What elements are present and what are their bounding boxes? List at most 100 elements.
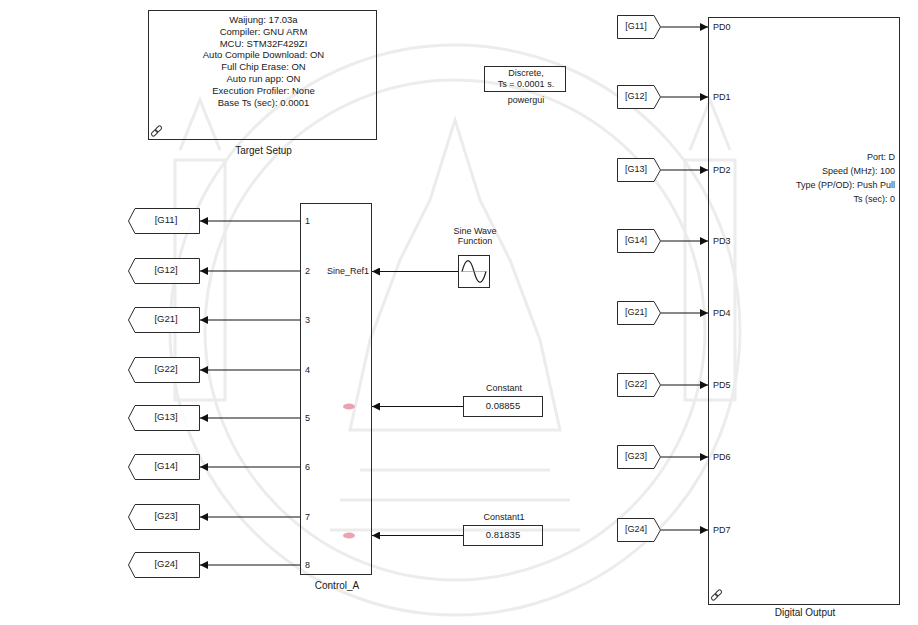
signal-line [661, 385, 708, 386]
port-label: Sine_Ref1 [323, 266, 369, 276]
digital-output-block: PD0PD1PD2PD3PD4PD5PD6PD7 Port: D Speed (MH… [708, 17, 900, 605]
port-label: 6 [305, 462, 325, 472]
constant-block: 0.08855Constant [463, 396, 543, 417]
block-label: Waijung: 17.03a [149, 15, 378, 26]
block-label: Target Setup [149, 145, 378, 157]
block-label: [G24] [617, 524, 655, 534]
block-label: [G11] [136, 215, 196, 226]
goto-tag: [G11] [128, 208, 200, 234]
block-label: Constant1 [464, 512, 544, 522]
port-label: 2 [305, 266, 325, 276]
block-label: 0.81835 [464, 530, 542, 541]
signal-line [661, 530, 708, 531]
goto-tag: [G23] [128, 504, 200, 530]
block-label: Full Chip Erase: ON [149, 62, 378, 73]
target-setup-block: Waijung: 17.03aCompiler: GNU ARMMCU: STM… [148, 10, 377, 140]
port-label: PD1 [713, 92, 753, 102]
block-label: Base Ts (sec): 0.0001 [149, 98, 378, 109]
port-marker [343, 533, 355, 539]
port-label: 8 [305, 560, 325, 570]
goto-tag: [G13] [128, 405, 200, 431]
from-tag: [G13] [617, 158, 661, 182]
block-name: Digital Output [709, 607, 901, 619]
signal-line [372, 271, 458, 272]
block-label: Execution Profiler: None [149, 86, 378, 97]
port-label: PD3 [713, 236, 753, 246]
from-tag: [G22] [617, 373, 661, 397]
block-label: [G14] [617, 235, 655, 245]
signal-line [200, 418, 300, 419]
signal-line [661, 97, 708, 98]
block-label: [G21] [617, 307, 655, 317]
signal-line [661, 27, 708, 28]
signal-line [661, 457, 708, 458]
port-label: PD7 [713, 525, 753, 535]
block-label: [G23] [617, 451, 655, 461]
from-tag: [G23] [617, 445, 661, 469]
constant-block: 0.81835Constant1 [463, 525, 543, 546]
from-tag: [G11] [617, 15, 661, 39]
block-label: [G13] [136, 412, 196, 423]
port-label: Type (PP/OD): Push Pull [769, 180, 895, 190]
goto-tag: [G12] [128, 258, 200, 284]
block-label: Auto run app: ON [149, 74, 378, 85]
port-label: PD2 [713, 165, 753, 175]
block-label: 0.08855 [464, 401, 542, 412]
block-label: Ts = 0.0001 s. [485, 79, 567, 89]
port-label: PD6 [713, 452, 753, 462]
sine-wave-block: Sine Wave Function [458, 255, 490, 288]
signal-line [200, 271, 300, 272]
signal-line [200, 565, 300, 566]
signal-line [661, 313, 708, 314]
port-label: PD0 [713, 22, 753, 32]
port-label: PD4 [713, 308, 753, 318]
subsystem-block: 12Sine_Ref1345678Control_A [300, 203, 372, 575]
from-tag: [G24] [617, 518, 661, 542]
from-tag: [G14] [617, 229, 661, 253]
sine-axis [461, 271, 487, 272]
powergui-block: Discrete,Ts = 0.0001 s.powergui [484, 66, 566, 92]
block-label: [G13] [617, 164, 655, 174]
signal-line [200, 370, 300, 371]
port-label: Speed (MHz): 100 [769, 166, 895, 176]
library-link-icon [151, 125, 163, 137]
block-label: Discrete, [485, 68, 567, 78]
watermark-emblem [170, 45, 740, 615]
port-label: 4 [305, 365, 325, 375]
block-label: [G23] [136, 511, 196, 522]
goto-tag: [G22] [128, 357, 200, 383]
block-label: Auto Compile Download: ON [149, 50, 378, 61]
port-label: PD5 [713, 380, 753, 390]
port-label: Ts (sec): 0 [769, 194, 895, 204]
port-label: Port: D [769, 152, 895, 162]
signal-line [200, 467, 300, 468]
from-tag: [G12] [617, 85, 661, 109]
port-label: 1 [305, 216, 325, 226]
goto-tag: [G14] [128, 454, 200, 480]
block-label: Sine Wave Function [437, 226, 513, 247]
block-label: [G24] [136, 559, 196, 570]
goto-tag: [G24] [128, 552, 200, 578]
block-label: Constant [464, 383, 544, 393]
sine-wave-symbol [462, 261, 486, 283]
port-label: 7 [305, 512, 325, 522]
block-label: [G12] [617, 91, 655, 101]
port-marker [343, 404, 355, 410]
signal-line [661, 170, 708, 171]
signal-line [372, 406, 463, 407]
block-label: [G11] [617, 21, 655, 31]
goto-tag: [G21] [128, 307, 200, 333]
from-tag: [G21] [617, 301, 661, 325]
signal-line [661, 241, 708, 242]
block-label: powergui [475, 95, 577, 105]
signal-line [200, 517, 300, 518]
signal-line [372, 535, 463, 536]
library-link-icon [711, 589, 723, 601]
port-label: 5 [305, 413, 325, 423]
block-label: [G14] [136, 461, 196, 472]
signal-line [200, 320, 300, 321]
block-label: [G12] [136, 265, 196, 276]
block-label: Compiler: GNU ARM [149, 27, 378, 38]
block-label: [G21] [136, 314, 196, 325]
